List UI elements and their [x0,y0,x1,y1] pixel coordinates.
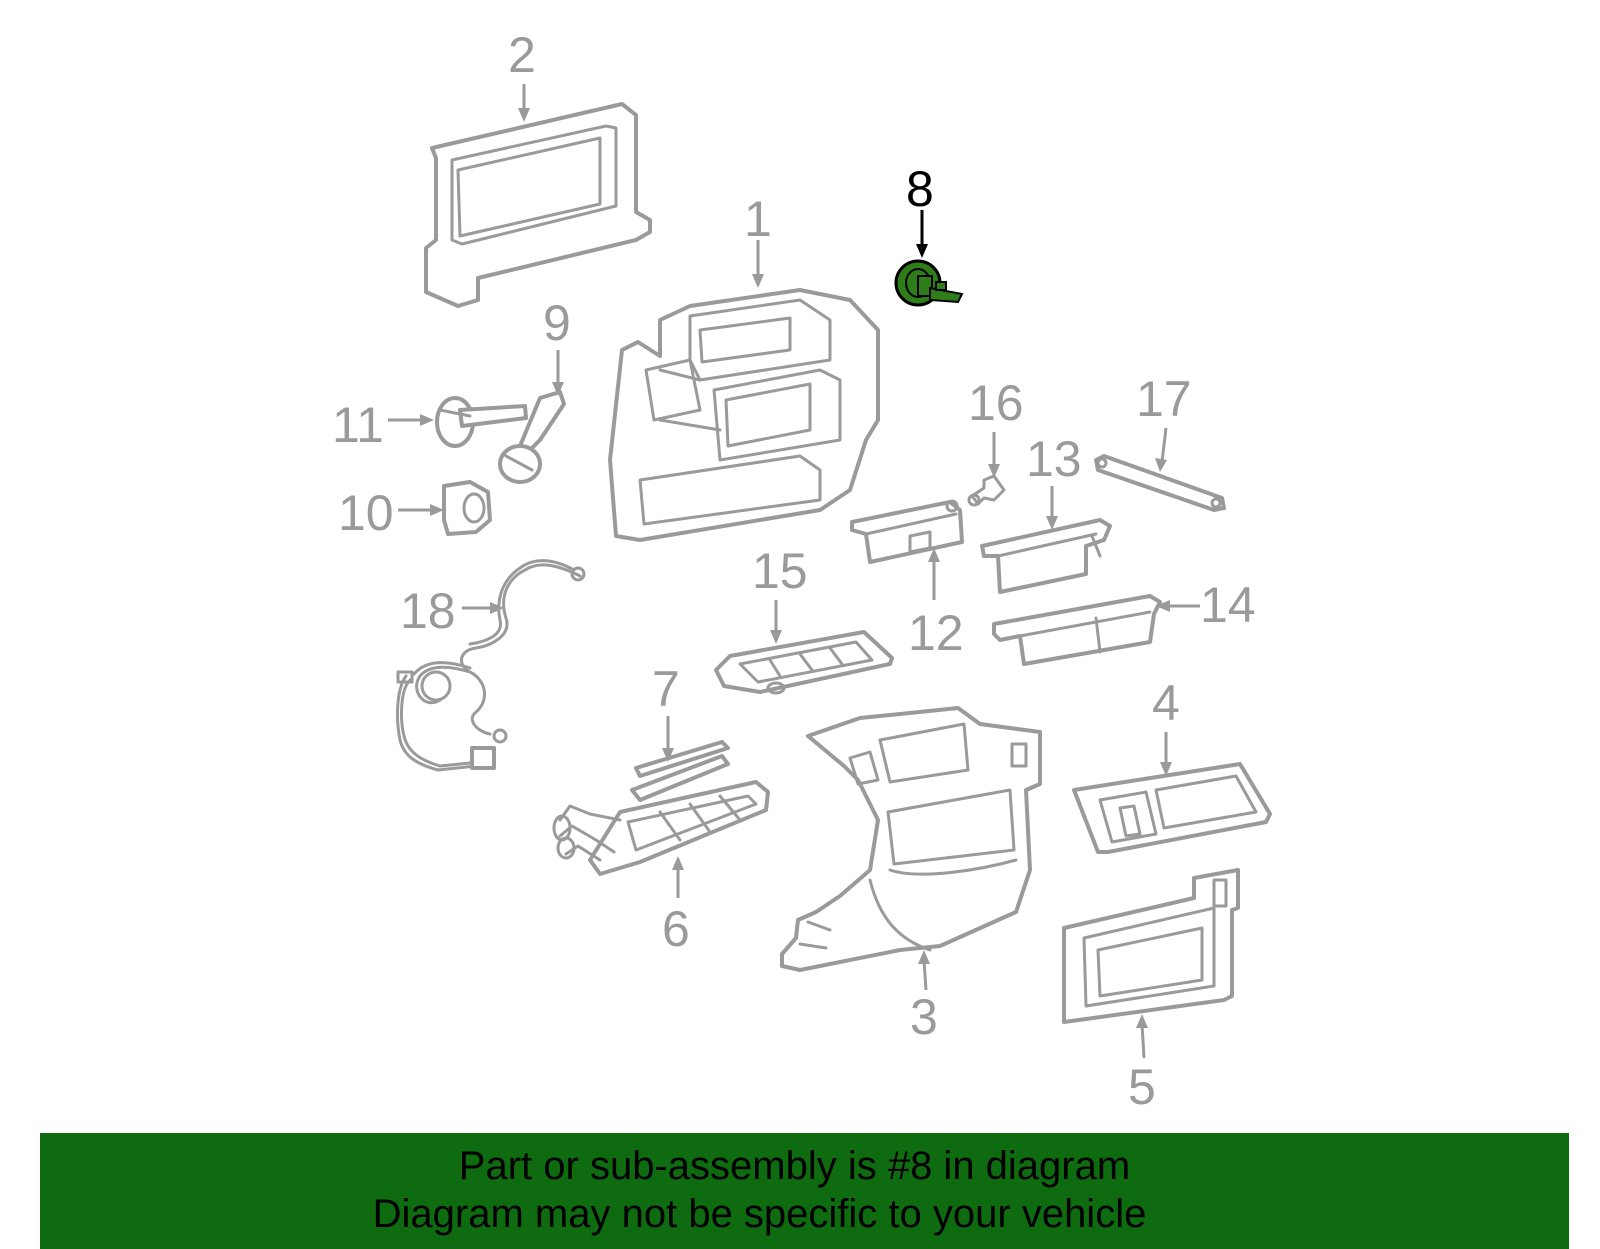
part-16-clip [967,474,1006,507]
part-18-harness [396,559,586,772]
callout-18: 18 [400,583,456,639]
callout-4: 4 [1152,675,1180,731]
part-6-heater-core [552,780,770,876]
callout-17: 17 [1136,371,1192,427]
part-13-door [980,518,1112,594]
callout-14: 14 [1200,577,1256,633]
part-15-door [714,630,894,695]
part-4-panel [1072,762,1272,854]
callout-16: 16 [968,375,1024,431]
callout-labels: 2 1 8 9 11 10 18 16 17 13 12 14 15 7 6 3… [332,27,1256,1115]
part-12-door [850,499,964,564]
callout-5: 5 [1128,1059,1156,1115]
callout-2: 2 [508,27,536,83]
callout-arrows [388,84,1200,1059]
part-3-lower-case [780,706,1042,972]
part-10-block [442,480,492,536]
banner-line-part-info: Part or sub-assembly is #8 in diagram [458,1144,1131,1188]
callout-12: 12 [908,605,964,661]
callout-11: 11 [332,397,384,453]
part-5-frame [1062,868,1240,1024]
part-1-case [608,288,880,542]
part-11-actuator [435,396,528,448]
info-banner: Part or sub-assembly is #8 in diagram Di… [40,1133,1569,1249]
callout-10: 10 [338,485,394,541]
part-14-door [992,594,1162,666]
part-9-actuator [498,390,566,484]
callout-7: 7 [652,661,680,717]
callout-13: 13 [1026,431,1082,487]
part-8-actuator-highlighted [894,259,964,307]
callout-1: 1 [744,191,772,247]
part-2-frame [424,102,652,308]
callout-6: 6 [662,901,690,957]
banner-line-disclaimer: Diagram may not be specific to your vehi… [372,1192,1147,1236]
callout-15: 15 [752,543,808,599]
callout-8-highlighted: 8 [906,161,934,217]
callout-9: 9 [543,295,571,351]
part-7-seal [630,740,730,802]
callout-3: 3 [910,989,938,1045]
part-17-rod [1094,454,1226,512]
